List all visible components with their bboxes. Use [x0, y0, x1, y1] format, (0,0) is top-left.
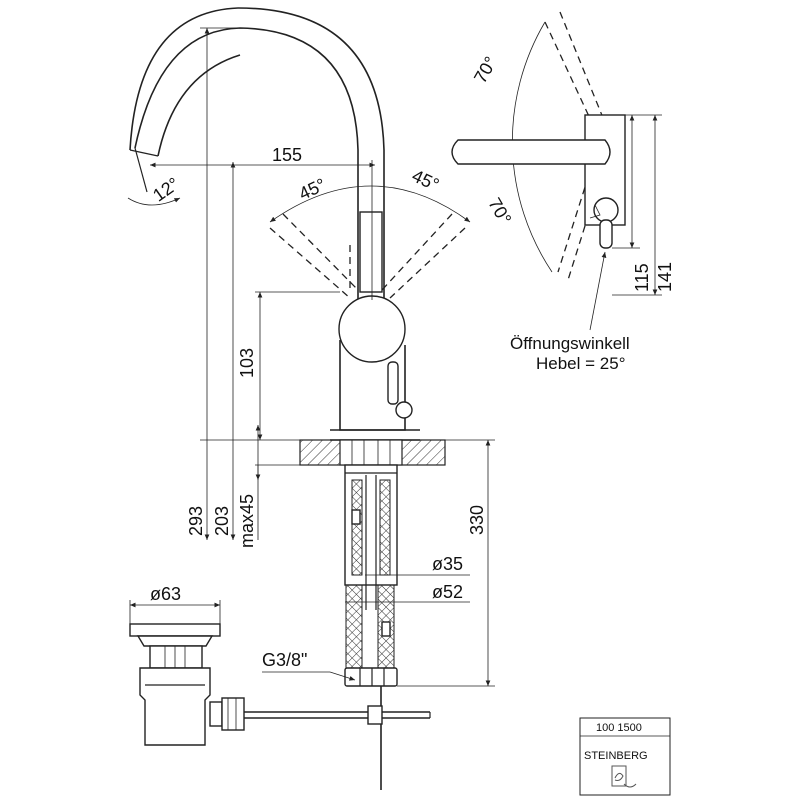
dim-total-height: 293 — [186, 506, 206, 536]
dim-top-b: 141 — [655, 262, 675, 292]
dim-deck-thickness: max45 — [237, 494, 257, 548]
brand-name: STEINBERG — [584, 750, 648, 762]
dim-top-a: 115 — [632, 263, 652, 292]
dim-spout-angle: 12° — [149, 174, 183, 206]
top-view — [451, 11, 626, 281]
article-number: 100 1500 — [596, 722, 642, 734]
dim-shank-length: 330 — [467, 505, 487, 535]
dim-top-angle-lower: 70° — [484, 194, 515, 228]
brand-logo-icon — [611, 765, 637, 788]
dim-connection-thread: G3/8" — [262, 650, 307, 670]
shank-and-hoses — [344, 464, 398, 790]
dim-reach: 155 — [272, 145, 302, 165]
dimension-lines — [129, 27, 662, 687]
lever-positions — [269, 160, 471, 300]
dim-top-angle-upper: 70° — [470, 53, 501, 87]
dim-lever-left-angle: 45° — [296, 174, 329, 204]
dim-spout-height: 203 — [212, 506, 232, 536]
drain-assembly — [129, 623, 431, 746]
dim-lever-right-angle: 45° — [409, 165, 442, 195]
dim-lever-height: 103 — [237, 348, 257, 378]
opening-angle-label-1: Öffnungswinkell — [510, 334, 630, 353]
title-block: 100 1500 STEINBERG — [579, 717, 671, 796]
mounting-deck — [299, 439, 446, 466]
faucet-body — [330, 211, 420, 441]
opening-angle-label-2: Hebel = 25° — [536, 354, 626, 373]
dim-shank-inner-dia: ø35 — [432, 554, 463, 574]
dim-drain-dia: ø63 — [150, 584, 181, 604]
dim-shank-outer-dia: ø52 — [432, 582, 463, 602]
faucet-spout — [127, 7, 385, 300]
